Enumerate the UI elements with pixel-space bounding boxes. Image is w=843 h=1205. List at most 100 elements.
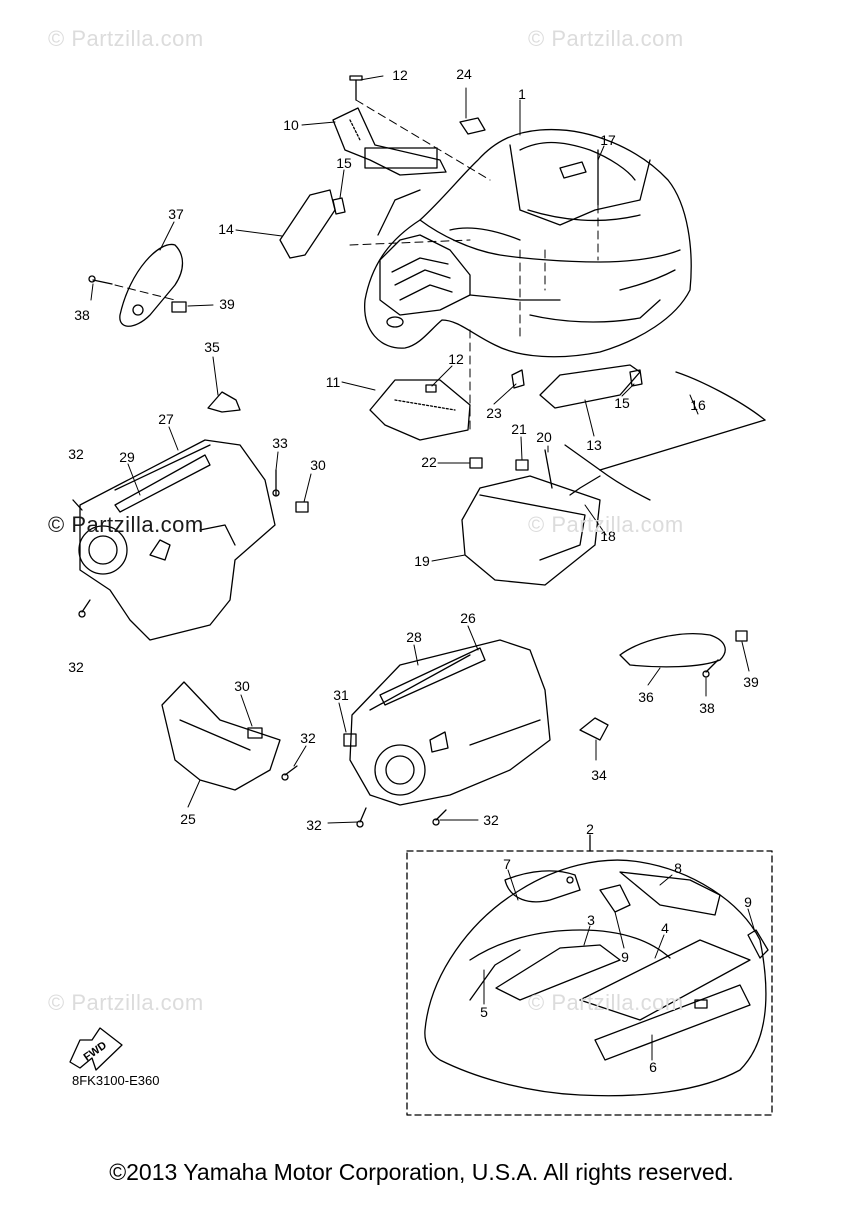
part-39-nut-lower[interactable] [735, 630, 748, 642]
part-2-hood-kit[interactable] [424, 859, 769, 1097]
callout-7: 7 [503, 856, 511, 872]
callout-27: 27 [158, 411, 174, 427]
callout-34: 34 [591, 767, 607, 783]
part-31-clip[interactable] [343, 733, 357, 747]
part-37-cover[interactable] [119, 243, 184, 327]
part-22-nut[interactable] [469, 457, 483, 469]
callout-18: 18 [600, 528, 616, 544]
part-32-screw-b[interactable] [78, 599, 91, 618]
part-34-bracket[interactable] [579, 717, 609, 741]
callout-38a: 38 [74, 307, 90, 323]
callout-13: 13 [586, 437, 602, 453]
fwd-arrow-icon [69, 1027, 123, 1071]
watermark-low-right: © Partzilla.com [528, 990, 684, 1015]
callout-39a: 39 [219, 296, 235, 312]
callout-32c: 32 [300, 730, 316, 746]
callout-28: 28 [406, 629, 422, 645]
part-27-side-panel-left[interactable] [78, 439, 276, 641]
callout-25: 25 [180, 811, 196, 827]
part-38-screw-upper[interactable] [88, 275, 113, 285]
watermark-mid-right: © Partzilla.com [528, 512, 684, 537]
part-2-kit-box [406, 850, 773, 1116]
callout-36: 36 [638, 689, 654, 705]
part-18-spring[interactable] [569, 475, 601, 496]
part-15-clip-upper[interactable] [332, 197, 346, 215]
callout-37: 37 [168, 206, 184, 222]
part-32-screw-a[interactable] [72, 499, 83, 511]
callout-33: 33 [272, 435, 288, 451]
part-10-panel[interactable] [332, 107, 447, 176]
callout-15b: 15 [614, 395, 630, 411]
part-32-screw-e[interactable] [432, 809, 447, 826]
part-33-screw[interactable] [272, 469, 280, 497]
callout-9a: 9 [744, 894, 752, 910]
part-38-screw-lower[interactable] [702, 659, 719, 678]
part-30-clip-lower[interactable] [247, 727, 263, 739]
part-16-cable[interactable] [564, 371, 766, 501]
fwd-label: FWD [82, 1039, 109, 1063]
callout-32d: 32 [306, 817, 322, 833]
callout-23: 23 [486, 405, 502, 421]
callout-26: 26 [460, 610, 476, 626]
callout-14: 14 [218, 221, 234, 237]
callout-30a: 30 [310, 457, 326, 473]
part-21-nut[interactable] [515, 459, 529, 471]
watermark-top-left: © Partzilla.com [48, 26, 204, 51]
callout-12a: 12 [392, 67, 408, 83]
part-29-trim[interactable] [114, 454, 211, 513]
callout-22: 22 [421, 454, 437, 470]
callout-5: 5 [480, 1004, 488, 1020]
part-12-screw-lower[interactable] [425, 384, 437, 393]
callout-35: 35 [204, 339, 220, 355]
callout-30b: 30 [234, 678, 250, 694]
callout-6: 6 [649, 1059, 657, 1075]
callout-labels: 1 2 3 4 5 6 7 8 9 9 10 11 12 12 13 14 15… [68, 66, 759, 1075]
part-24-clip[interactable] [459, 117, 486, 135]
callout-24: 24 [456, 66, 472, 82]
callout-20: 20 [536, 429, 552, 445]
part-12-screw-upper[interactable] [349, 75, 363, 101]
callout-38b: 38 [699, 700, 715, 716]
part-35-bracket[interactable] [207, 391, 241, 413]
watermark-low-left: © Partzilla.com [48, 990, 204, 1015]
part-26-side-panel-right[interactable] [349, 639, 551, 806]
part-20-bolt[interactable] [544, 449, 553, 489]
part-11-cover[interactable] [369, 379, 471, 441]
callout-17: 17 [600, 132, 616, 148]
callout-15a: 15 [336, 155, 352, 171]
part-39-nut-upper[interactable] [171, 301, 187, 313]
callout-1: 1 [518, 86, 526, 102]
callout-39b: 39 [743, 674, 759, 690]
part-19-box[interactable] [461, 475, 601, 586]
callout-19: 19 [414, 553, 430, 569]
part-36-cover[interactable] [619, 633, 726, 668]
callout-16: 16 [690, 397, 706, 413]
leader-lines [90, 75, 756, 1061]
callout-29: 29 [119, 449, 135, 465]
part-14-panel[interactable] [279, 189, 336, 259]
part-25-lower-panel[interactable] [161, 681, 281, 791]
callout-32a: 32 [68, 446, 84, 462]
watermark-top-right: © Partzilla.com [528, 26, 684, 51]
callout-32e: 32 [483, 812, 499, 828]
part-1-front-hood[interactable] [364, 128, 692, 358]
callout-8: 8 [674, 860, 682, 876]
part-28-trim[interactable] [379, 647, 486, 706]
callout-4: 4 [661, 920, 669, 936]
callout-9b: 9 [621, 949, 629, 965]
part-15-clip-lower[interactable] [629, 369, 643, 387]
copyright-text: ©2013 Yamaha Motor Corporation, U.S.A. A… [109, 1159, 734, 1185]
callout-11: 11 [326, 374, 341, 390]
part-32-screw-d[interactable] [356, 807, 367, 828]
callout-12b: 12 [448, 351, 464, 367]
assembly-lines [114, 99, 599, 431]
callout-2: 2 [586, 821, 594, 837]
watermark-mid-left: © Partzilla.com [48, 512, 204, 537]
part-32-screw-c[interactable] [281, 765, 298, 781]
part-23-clip[interactable] [511, 369, 525, 389]
callout-3: 3 [587, 912, 595, 928]
part-30-clip-upper[interactable] [295, 501, 309, 513]
diagram-code: 8FK3100-E360 [72, 1073, 160, 1088]
